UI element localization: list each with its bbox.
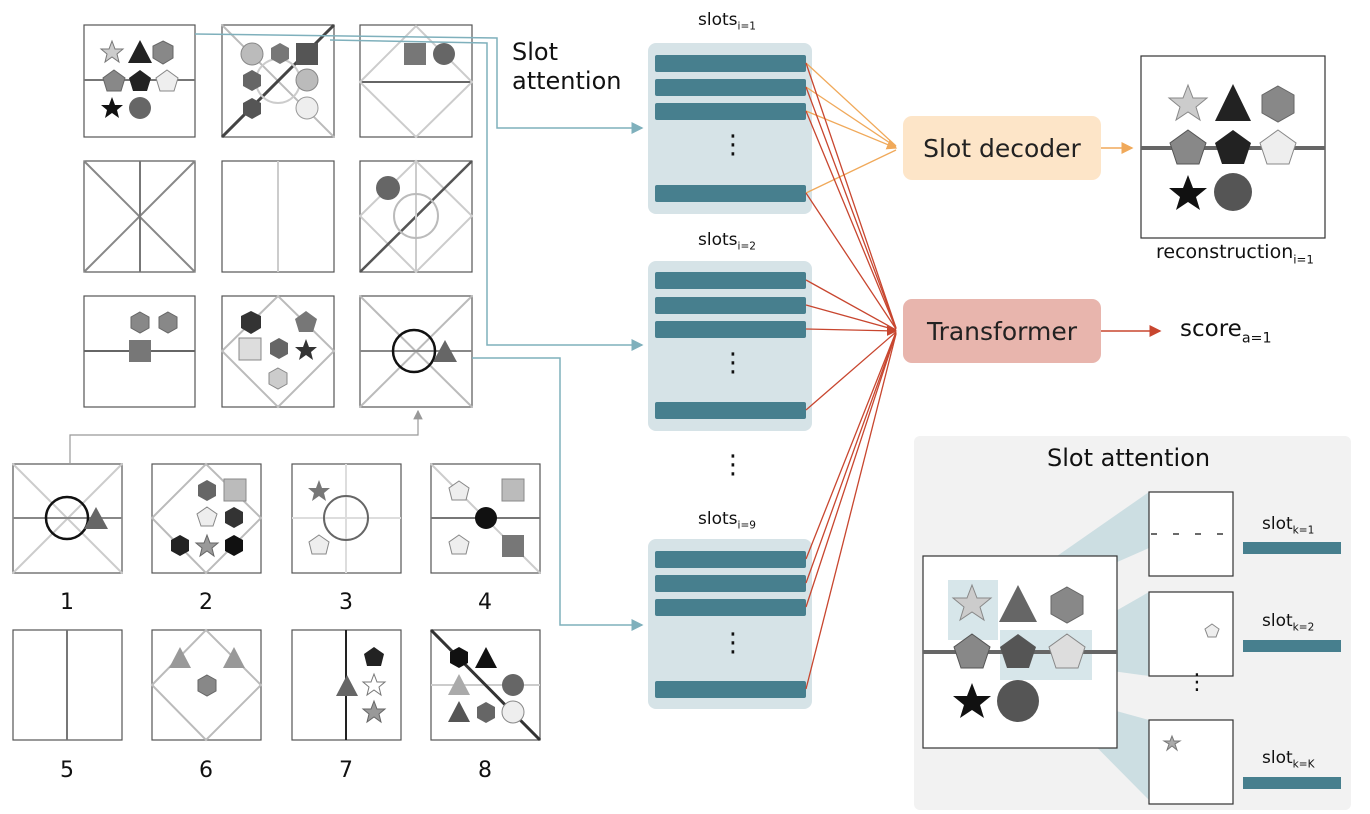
answer-number-8: 8 <box>478 758 492 783</box>
slots-label-9-base: slots <box>698 509 738 529</box>
answer-candidates <box>12 462 542 742</box>
slots-label-2-base: slots <box>698 230 738 250</box>
slot-panel-1 <box>648 43 812 214</box>
slot-label-kK-base: slot <box>1262 748 1293 768</box>
answer-number-6: 6 <box>199 758 213 783</box>
answer-3 <box>291 463 402 574</box>
slot-panel-2-ellipsis: ⋮ <box>720 348 746 378</box>
reconstruction-label: reconstructioni=1 <box>1156 241 1314 266</box>
answer-number-3: 3 <box>339 590 353 615</box>
puzzle-cell-9 <box>359 295 473 408</box>
puzzle-cell-4 <box>83 160 196 273</box>
slot-decoder-box: Slot decoder <box>903 116 1101 180</box>
inset-ellipsis: ⋮ <box>1186 670 1208 695</box>
slots-label-1-base: slots <box>698 10 738 30</box>
slot-attention-caption-line2: attention <box>512 67 622 95</box>
reconstruction-label-sub: i=1 <box>1293 252 1314 267</box>
answer-7 <box>291 629 402 741</box>
transformer-box: Transformer <box>903 299 1101 363</box>
answer-6 <box>150 628 263 742</box>
answer-number-5: 5 <box>60 758 74 783</box>
teal-line-3 <box>472 357 644 631</box>
inset-panel <box>914 436 1351 810</box>
reconstruction-label-base: reconstruction <box>1156 241 1294 263</box>
teal-line-1 <box>194 33 644 134</box>
answer-number-2: 2 <box>199 590 213 615</box>
slots-label-9-sub: i=9 <box>737 519 756 532</box>
puzzle-grid <box>83 23 474 409</box>
slot-label-k2: slotk=2 <box>1262 611 1314 634</box>
answer-number-7: 7 <box>339 758 353 783</box>
slots-label-2: slotsi=2 <box>698 230 756 253</box>
reconstruction-image <box>1140 55 1326 239</box>
inset-title: Slot attention <box>1047 444 1211 472</box>
answer-number-4: 4 <box>478 590 492 615</box>
puzzle-cell-7 <box>83 295 196 408</box>
slots-label-1-sub: i=1 <box>737 20 756 33</box>
slot-panel-1-ellipsis: ⋮ <box>720 130 746 160</box>
slot-label-k1-sub: k=1 <box>1292 524 1315 537</box>
score-label: scorea=1 <box>1180 316 1272 346</box>
answer-5 <box>12 629 123 741</box>
answer-2 <box>150 462 263 575</box>
puzzle-cell-8 <box>220 294 336 409</box>
slot-label-k2-base: slot <box>1262 611 1293 631</box>
puzzle-cell-5 <box>221 160 335 273</box>
slot-panel-2 <box>648 261 812 431</box>
slots-label-2-sub: i=2 <box>737 240 756 253</box>
answer-1 <box>12 463 123 574</box>
answer-8 <box>429 628 542 742</box>
puzzle-cell-6 <box>358 159 474 274</box>
slots-label-9: slotsi=9 <box>698 509 756 532</box>
slot-panel-9-ellipsis: ⋮ <box>720 628 746 658</box>
teal-line-2 <box>329 39 644 351</box>
puzzle-cell-3 <box>358 24 474 139</box>
score-label-base: score <box>1180 316 1242 342</box>
slot-panel-9 <box>648 539 812 709</box>
puzzle-cell-2 <box>220 23 336 139</box>
answer-insert-arrow <box>69 409 423 464</box>
puzzle-cell-1 <box>83 24 196 138</box>
slot-label-kK-sub: k=K <box>1292 758 1315 771</box>
slot-attention-caption: Slot attention <box>512 38 621 96</box>
between-panels-ellipsis: ⋮ <box>720 450 746 480</box>
slots-label-1: slotsi=1 <box>698 10 756 33</box>
slot-label-kK: slotk=K <box>1262 748 1315 771</box>
slot-attention-caption-line1: Slot <box>512 38 558 66</box>
answer-number-1: 1 <box>60 590 74 615</box>
slot-label-k2-sub: k=2 <box>1292 621 1315 634</box>
answer-4 <box>430 463 541 574</box>
slot-label-k1: slotk=1 <box>1262 514 1314 537</box>
decoder-arrows <box>805 62 898 194</box>
slot-label-k1-base: slot <box>1262 514 1293 534</box>
transformer-arrows <box>805 62 898 690</box>
score-label-sub: a=1 <box>1241 330 1272 347</box>
